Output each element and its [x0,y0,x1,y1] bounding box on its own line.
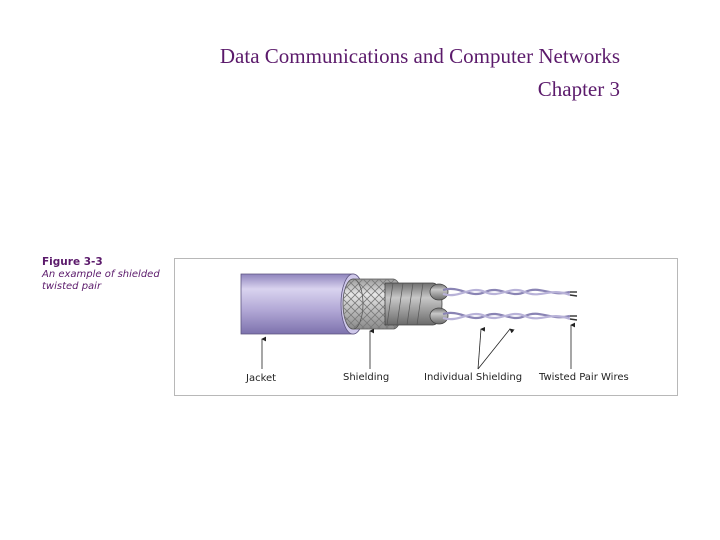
stp-cable-diagram: Jacket Shielding Individual Shielding Tw… [240,273,629,384]
label-shielding: Shielding [343,372,389,383]
slide-header: Data Communications and Computer Network… [220,40,620,106]
label-arrows [261,322,575,370]
twisted-pair-wires [442,287,578,321]
individual-shields [429,283,449,325]
figure-number: Figure 3-3 [42,256,103,268]
label-jacket: Jacket [245,373,276,384]
slide-title: Data Communications and Computer Network… [219,44,620,68]
label-individual-shielding: Individual Shielding [424,372,522,383]
figure-description: An example of shielded twisted pair [42,269,160,292]
figure-caption: Figure 3-3 An example of shielded twiste… [42,256,172,293]
label-twisted-pair-wires: Twisted Pair Wires [538,372,629,383]
chapter-label: Chapter 3 [537,77,620,101]
figure-frame: Jacket Shielding Individual Shielding Tw… [174,258,678,396]
